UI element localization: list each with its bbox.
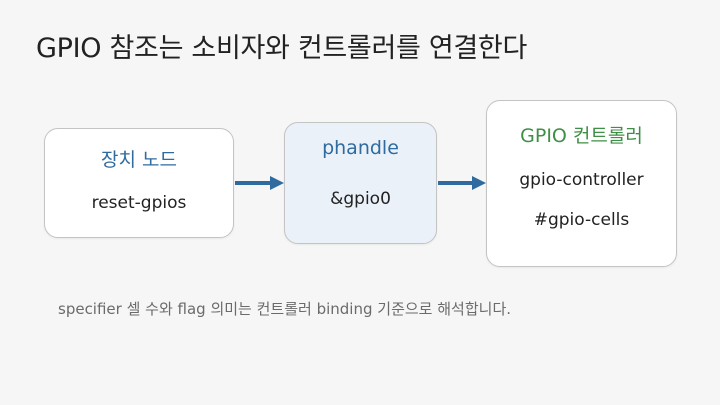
device-node-box: 장치 노드 reset-gpios	[44, 128, 234, 238]
gpio-controller-title: GPIO 컨트롤러	[520, 125, 643, 147]
slide-title: GPIO 참조는 소비자와 컨트롤러를 연결한다	[36, 33, 527, 64]
footnote: specifier 셀 수와 flag 의미는 컨트롤러 binding 기준으…	[58, 300, 512, 318]
phandle-title: phandle	[322, 137, 399, 159]
device-node-property: reset-gpios	[91, 193, 187, 213]
phandle-box: phandle &gpio0	[284, 122, 437, 244]
arrow-node-to-phandle	[235, 176, 284, 190]
gpio-cells-property: #gpio-cells	[533, 210, 630, 230]
gpio-controller-box: GPIO 컨트롤러 gpio-controller #gpio-cells	[486, 100, 677, 267]
phandle-value: &gpio0	[330, 189, 391, 209]
gpio-controller-property: gpio-controller	[519, 170, 644, 190]
device-node-title: 장치 노드	[101, 149, 177, 171]
arrow-phandle-to-controller	[438, 176, 486, 190]
